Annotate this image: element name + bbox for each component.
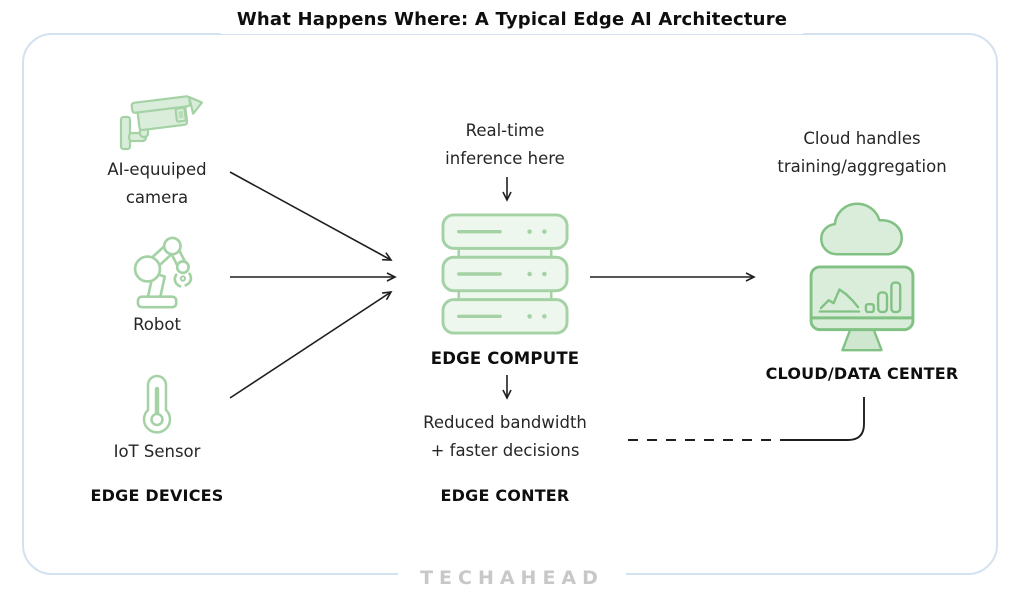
bandwidth-note: Reduced bandwidth + faster decisions	[423, 413, 587, 460]
diagram-title: What Happens Where: A Typical Edge AI Ar…	[0, 5, 1024, 34]
robot-arm-icon	[116, 226, 202, 316]
cloud-handles-note: Cloud handles training/aggregation	[777, 129, 947, 176]
edge-center-heading: EDGE CONTER	[440, 486, 570, 505]
device-label-iot-sensor: IoT Sensor	[113, 442, 201, 461]
server-stack-icon	[441, 212, 569, 340]
cloud-data-center-label: CLOUD/DATA CENTER	[765, 364, 959, 383]
cloud-icon	[811, 197, 913, 265]
device-label-robot: Robot	[133, 315, 181, 334]
techahead-watermark-text: TECHAHEAD	[398, 567, 626, 589]
device-label-camera: AI-equuiped camera	[107, 160, 207, 207]
diagram-title-text: What Happens Where: A Typical Edge AI Ar…	[220, 5, 804, 34]
cctv-camera-icon	[118, 92, 204, 166]
edge-devices-heading: EDGE DEVICES	[90, 486, 224, 505]
edge-compute-label: EDGE COMPUTE	[430, 349, 580, 368]
monitor-chart-icon	[807, 264, 917, 364]
realtime-inference-note: Real-time inference here	[445, 121, 565, 168]
techahead-watermark: TECHAHEAD	[0, 567, 1024, 589]
iot-sensor-icon	[140, 372, 174, 442]
